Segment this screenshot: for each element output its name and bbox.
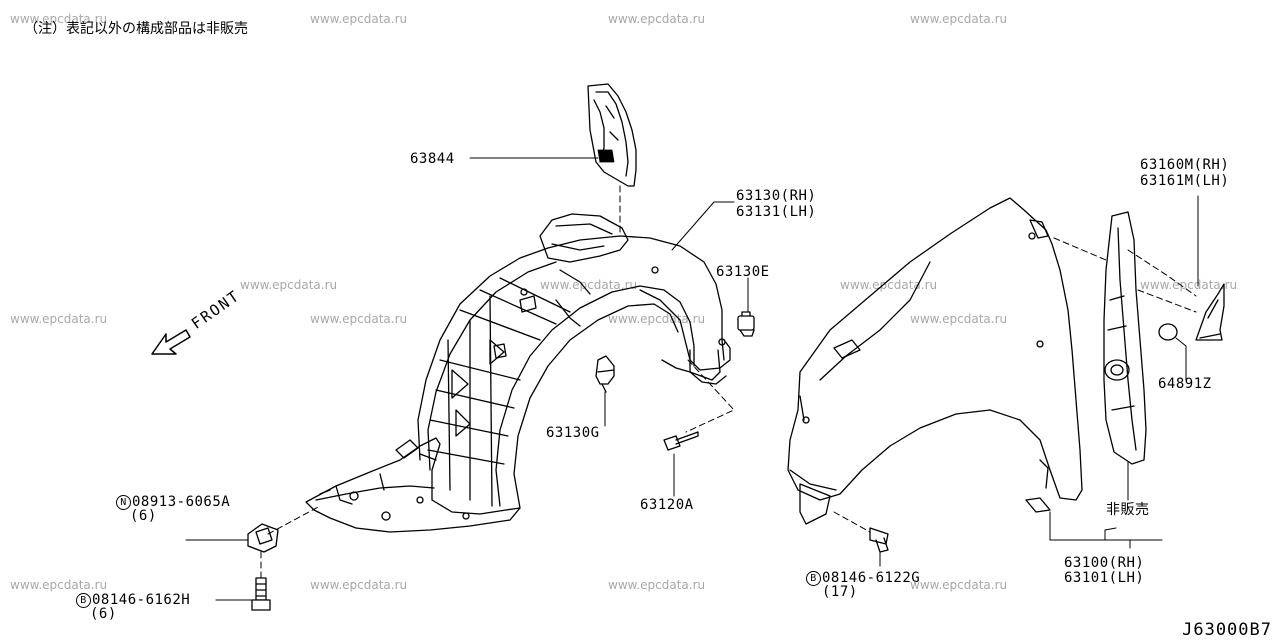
bolt-08146H-part [251, 577, 271, 611]
label-08146H-qty: (6) [90, 606, 117, 622]
watermark-text: www.epcdata.ru [540, 278, 638, 292]
watermark-text: www.epcdata.ru [1140, 278, 1238, 292]
nut-08913-part [247, 523, 279, 553]
watermark-text: www.epcdata.ru [10, 12, 108, 26]
prefix-n-icon: N [116, 495, 131, 510]
protector-63160M-part [1103, 211, 1147, 465]
watermark-text: www.epcdata.ru [608, 578, 706, 592]
label-63120A: 63120A [640, 497, 694, 513]
label-63100-rh: 63100(RH) [1064, 555, 1145, 571]
dashed-assembly-lines [260, 185, 1197, 579]
watermark-text: www.epcdata.ru [910, 312, 1008, 326]
screw-63120A-part [663, 431, 699, 451]
watermark-text: www.epcdata.ru [840, 278, 938, 292]
front-fender-63100-part [787, 197, 1083, 525]
label-63101-lh: 63101(LH) [1064, 570, 1145, 586]
watermark-text: www.epcdata.ru [608, 12, 706, 26]
label-08913-qty: (6) [130, 508, 157, 524]
watermark-text: www.epcdata.ru [910, 12, 1008, 26]
diagram-code: J63000B7 [1182, 620, 1272, 640]
front-arrow-icon [151, 329, 191, 355]
diagram-note: （注）表記以外の構成部品は非販売 [24, 21, 248, 37]
label-08146G-qty: (17) [822, 584, 858, 600]
label-64891Z: 64891Z [1158, 376, 1212, 392]
fender-liner-63130-part [305, 213, 731, 533]
clip-63130G-part [595, 355, 615, 393]
watermark-text: www.epcdata.ru [910, 578, 1008, 592]
label-63160M-rh: 63160M(RH) [1140, 157, 1230, 173]
watermark-text: www.epcdata.ru [310, 12, 408, 26]
watermark-text: www.epcdata.ru [310, 578, 408, 592]
clip-63130E-part [737, 311, 755, 337]
watermark-text: www.epcdata.ru [10, 578, 108, 592]
watermark-text: www.epcdata.ru [310, 312, 408, 326]
prefix-b-icon: B [76, 593, 91, 608]
watermark-text: www.epcdata.ru [240, 278, 338, 292]
label-63130E: 63130E [716, 264, 770, 280]
label-63844: 63844 [410, 151, 455, 167]
label-63161M-lh: 63161M(LH) [1140, 173, 1230, 189]
label-63131-lh: 63131(LH) [736, 204, 817, 220]
watermark-text: www.epcdata.ru [10, 312, 108, 326]
grommet-64891Z-part [1158, 323, 1178, 341]
mud-guard-63160M-part [1195, 283, 1225, 341]
label-63130-rh: 63130(RH) [736, 188, 817, 204]
label-not-sold: 非販売 [1106, 502, 1150, 518]
bolt-08146G-part [869, 527, 889, 553]
label-63130G: 63130G [546, 425, 600, 441]
leader-lines [185, 157, 1199, 601]
prefix-b-icon: B [806, 571, 821, 586]
seal-63844-part [587, 83, 637, 187]
